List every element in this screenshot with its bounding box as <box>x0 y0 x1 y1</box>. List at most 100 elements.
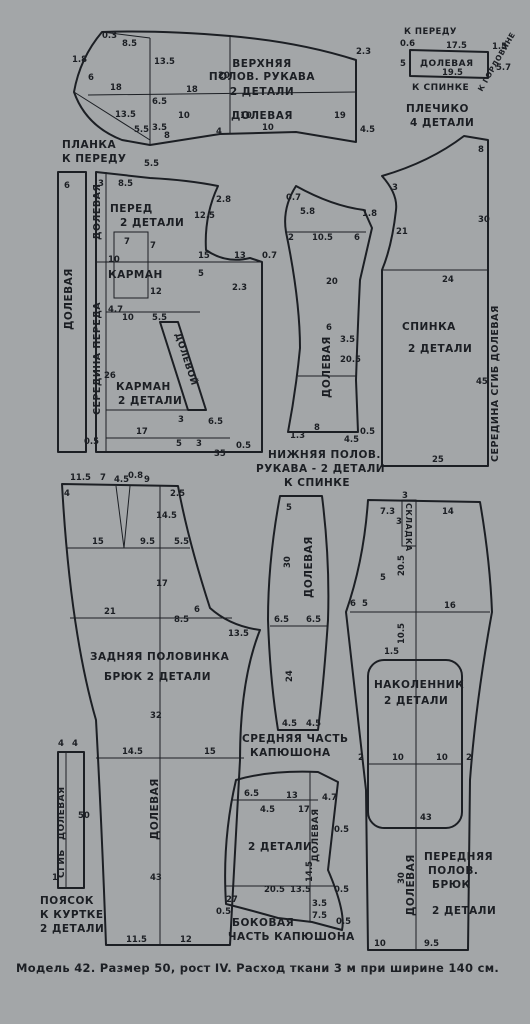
m-sleeve-top-11: 8 <box>164 131 170 141</box>
m-tb-15: 13.5 <box>228 629 249 639</box>
pocket-label-2: 2 ДЕТАЛИ <box>118 395 182 407</box>
m-su-3: 2 <box>288 233 294 243</box>
sleeve-top-label-2: ПОЛОВ. РУКАВА <box>209 71 316 83</box>
m-front-23: 3 <box>196 439 202 449</box>
m-tb-19: 43 <box>150 873 162 883</box>
m-tb-9: 9.5 <box>140 537 155 547</box>
m-tf-7: 5 <box>362 599 368 609</box>
m-hm-2: 6.5 <box>274 615 289 625</box>
sleeve-top-label-3: 2 ДЕТАЛИ <box>230 86 294 98</box>
m-su-7: 3.5 <box>340 335 355 345</box>
trouser-front-label-4: 2 ДЕТАЛИ <box>432 905 496 917</box>
m-sleeve-top-2: 1.8 <box>72 55 87 65</box>
front-outline <box>95 171 263 453</box>
m-back-0: 8 <box>478 145 484 155</box>
m-front-7: 7 <box>150 241 156 251</box>
pocket-label-1: КАРМАН <box>116 381 171 393</box>
m-tf-9: 10.5 <box>397 623 407 644</box>
piece-front: ПЕРЕД 2 ДЕТАЛИ КАРМАН СЕРЕДИНА ПЕРЕДА ДО… <box>64 159 277 459</box>
m-front-0: 6 <box>64 181 70 191</box>
m-tb-17: 14.5 <box>122 747 143 757</box>
m-su-0: 0.7 <box>286 193 301 203</box>
placket-outline <box>57 171 87 453</box>
piece-sleeve-top: ВЕРХНЯЯ ПОЛОВ. РУКАВА 2 ДЕТАЛИ ДОЛЕВАЯ 0… <box>72 30 375 146</box>
m-tb-4: 0.8 <box>128 471 143 481</box>
piece-trouser-back: ЗАДНЯЯ ПОЛОВИНКА БРЮК 2 ДЕТАЛИ ДОЛЕВАЯ 1… <box>61 471 261 946</box>
m-tb-6: 2.5 <box>170 489 185 499</box>
m-tb-7: 14.5 <box>156 511 177 521</box>
m-hm-1: 30 <box>283 556 293 568</box>
m-hm-0: 5 <box>286 503 292 513</box>
yoke-to-neck: К ГОРЛОВИНЕ <box>476 31 517 93</box>
m-front-9: 13 <box>234 251 246 261</box>
m-front-14: 2.3 <box>232 283 247 293</box>
m-back-2: 21 <box>396 227 408 237</box>
m-sleeve-top-6: 13.5 <box>154 57 175 67</box>
m-belt-0: 4 <box>58 739 64 749</box>
m-su-11: 4.5 <box>344 435 359 445</box>
hood-side-title-2: ЧАСТЬ КАПЮШОНА <box>228 931 355 943</box>
m-tf-14: 2 <box>466 753 472 763</box>
m-back-5: 45 <box>476 377 488 387</box>
m-hm-4: 24 <box>285 670 295 682</box>
sleeve-under-grain: ДОЛЕВАЯ <box>321 336 333 398</box>
m-tf-18: 9.5 <box>424 939 439 949</box>
m-tf-5: 20.5 <box>397 555 407 576</box>
pleat-label: СКЛАДКА <box>404 503 413 552</box>
trouser-front-outline <box>345 499 493 951</box>
yoke-to-front: К ПЕРЕДУ <box>404 27 457 37</box>
m-su-8: 20.5 <box>340 355 361 365</box>
m-sleeve-top-3: 6 <box>88 73 94 83</box>
back-center: СЕРЕДИНА СГИБ ДОЛЕВАЯ <box>490 305 501 462</box>
m-tb-0: 11.5 <box>70 473 91 483</box>
m-sleeve-top-10: 5.5 <box>134 125 149 135</box>
belt-grain: ДОЛЕВАЯ <box>57 786 67 840</box>
m-sleeve-top-12: 20 <box>218 71 230 81</box>
m-su-10: 8 <box>314 423 320 433</box>
belt-label-1: ПОЯСОК <box>40 895 94 907</box>
m-hs-12: 3.5 <box>312 899 327 909</box>
m-back-6: 25 <box>432 455 444 465</box>
yoke-grain: ДОЛЕВАЯ <box>420 59 474 69</box>
m-tf-1: 7.3 <box>380 507 395 517</box>
m-yoke-5: 5.7 <box>496 63 511 73</box>
m-yoke-1: 17.5 <box>446 41 467 51</box>
m-back-3: 30 <box>478 215 490 225</box>
trouser-front-label-3: БРЮК <box>432 879 471 891</box>
m-hs-2: 13 <box>286 791 298 801</box>
m-tf-11: 2 <box>358 753 364 763</box>
m-front-13: 12 <box>150 287 162 297</box>
m-tf-17: 10 <box>374 939 386 949</box>
m-front-20: 3 <box>178 415 184 425</box>
m-front-1: 3 <box>98 179 104 189</box>
m-hm-5: 4.5 <box>282 719 297 729</box>
m-front-6: 7 <box>124 237 130 247</box>
m-front-25: 35 <box>214 449 226 459</box>
trouser-front-grain: ДОЛЕВАЯ <box>405 854 417 916</box>
yoke-title-2: 4 ДЕТАЛИ <box>410 117 474 129</box>
piece-belt: 4 4 1 50 СГИБ ДОЛЕВАЯ ПОЯСОК К КУРТКЕ 2 … <box>40 739 104 935</box>
piece-yoke: К ПЕРЕДУ 0.6 17.5 1.5 5 ДОЛЕВАЯ 19.5 5.7… <box>400 27 517 129</box>
m-hs-6: 20.5 <box>264 885 285 895</box>
m-tb-1: 4 <box>64 489 70 499</box>
placket-title-2: К ПЕРЕДУ <box>62 153 127 165</box>
piece-sleeve-under: ДОЛЕВАЯ НИЖНЯЯ ПОЛОВ. РУКАВА - 2 ДЕТАЛИ … <box>256 185 385 489</box>
m-tf-8: 16 <box>444 601 456 611</box>
placket-grain: ДОЛЕВАЯ <box>63 268 75 330</box>
m-back-1: 3 <box>392 183 398 193</box>
m-front-15: 4.7 <box>108 305 123 315</box>
hood-middle-grain: ДОЛЕВАЯ <box>303 536 315 598</box>
front-pocket-word: КАРМАН <box>108 269 163 281</box>
front-label-1: ПЕРЕД <box>110 203 153 215</box>
m-tf-4: 5 <box>380 573 386 583</box>
m-front-10: 10 <box>108 255 120 265</box>
knee-pad-label-1: НАКОЛЕННИК <box>374 679 464 691</box>
yoke-title-1: ПЛЕЧИКО <box>406 103 469 115</box>
hood-middle-outline <box>267 495 330 731</box>
belt-outline <box>57 751 85 889</box>
m-sleeve-top-13: 4 <box>216 127 222 137</box>
sleeve-under-label-2: РУКАВА - 2 ДЕТАЛИ <box>256 463 385 475</box>
m-front-3: 5.5 <box>144 159 159 169</box>
m-front-19: 6.5 <box>208 417 223 427</box>
